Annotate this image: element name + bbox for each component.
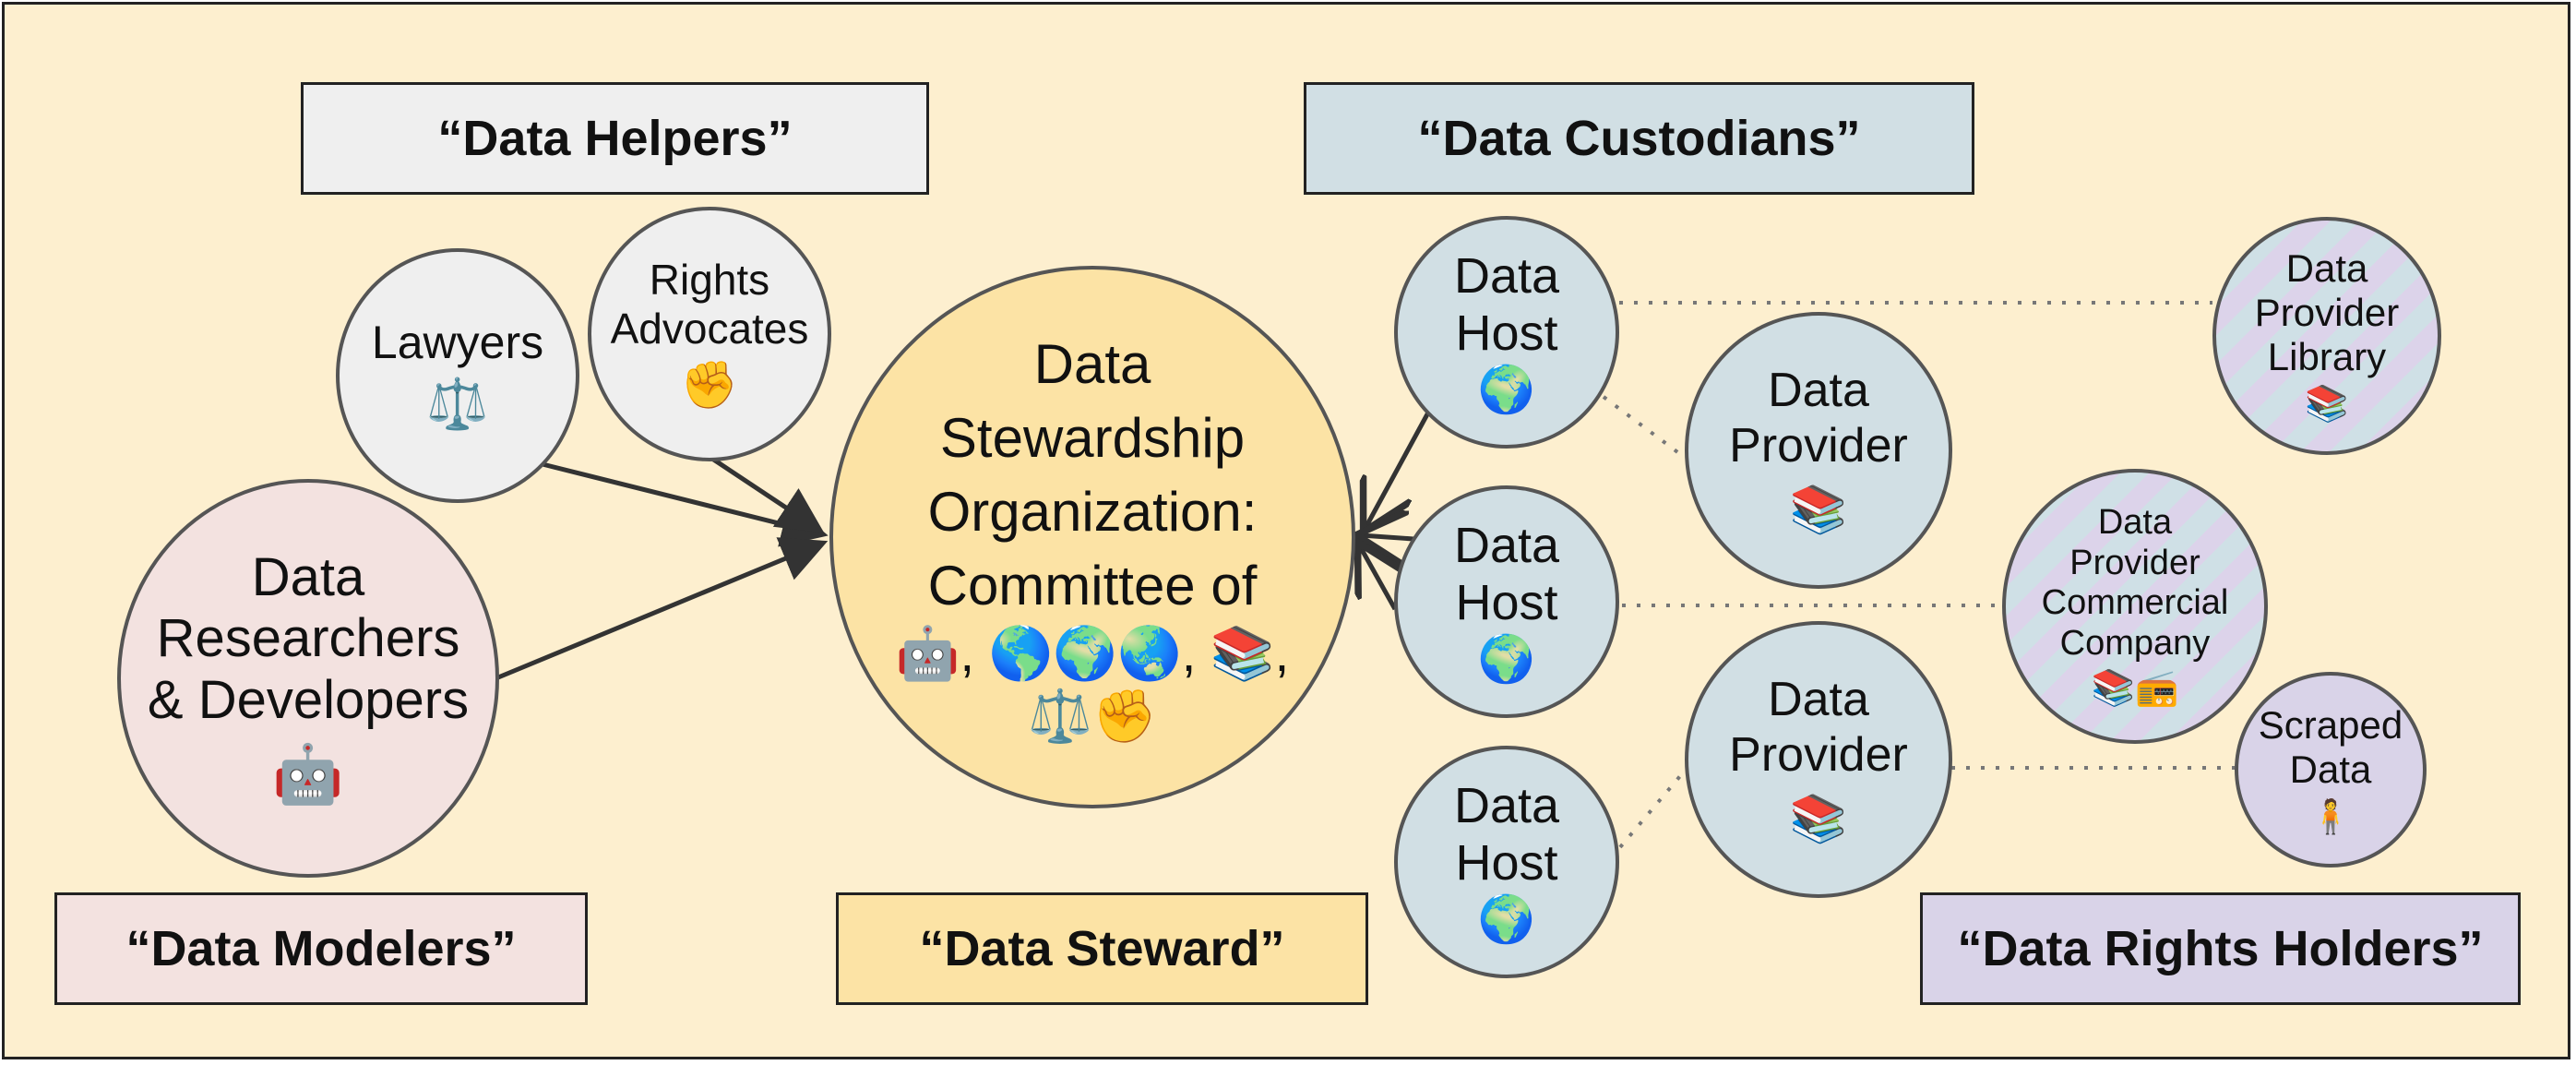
node-stewardship-label: Data Stewardship Organization: Committee…	[927, 333, 1258, 616]
node-data-researchers-label: Data Researchers & Developers	[147, 546, 470, 731]
scales-icon: ⚖️	[426, 377, 489, 433]
node-data-stewardship-organization: Data Stewardship Organization: Committee…	[829, 266, 1355, 808]
person-standing-icon: 🧍	[2309, 796, 2352, 835]
node-lawyers-label: Lawyers	[371, 316, 544, 368]
node-data-provider-commercial-label: Data Provider Commercial Company	[2041, 502, 2229, 663]
node-data-provider-library-label: Data Provider Library	[2254, 245, 2400, 379]
globe-icon: 🌍	[1477, 633, 1536, 686]
books-icon: 📚	[1789, 483, 1848, 535]
raised-fist-icon: ✊	[680, 358, 739, 411]
label-data-custodians: “Data Custodians”	[1304, 82, 1974, 195]
node-scraped-data: Scraped Data 🧍	[2235, 672, 2427, 868]
globe-icon: 🌍	[1477, 364, 1536, 416]
arrow-host2-to-steward	[1361, 535, 1414, 539]
committee-icons-row-1: 🤖, 🌎🌍🌏, 📚,	[895, 624, 1290, 683]
node-data-provider-2: Data Provider 📚	[1685, 621, 1952, 898]
label-data-modelers: “Data Modelers”	[54, 892, 588, 1005]
node-rights-advocates: Rights Advocates ✊	[588, 207, 831, 461]
node-data-host-1: Data Host 🌍	[1394, 216, 1619, 449]
node-data-provider-1-label: Data Provider	[1729, 364, 1908, 473]
books-icon: 📚	[2305, 384, 2349, 424]
label-data-helpers: “Data Helpers”	[301, 82, 929, 195]
arrow-host1-to-steward	[1366, 411, 1431, 528]
books-radio-icon: 📚📻	[2091, 668, 2179, 708]
arrow-lawyers-to-steward	[542, 461, 829, 547]
node-rights-advocates-label: Rights Advocates	[610, 256, 809, 353]
dotted-host1-provider1	[1602, 395, 1686, 459]
node-data-host-2-label: Data Host	[1453, 517, 1560, 630]
node-data-host-2: Data Host 🌍	[1394, 485, 1619, 718]
node-data-researchers: Data Researchers & Developers 🤖	[117, 479, 499, 878]
node-data-provider-1: Data Provider 📚	[1685, 312, 1952, 589]
node-data-provider-library: Data Provider Library 📚	[2212, 217, 2441, 455]
node-scraped-data-label: Scraped Data	[2258, 703, 2403, 792]
node-data-provider-commercial-company: Data Provider Commercial Company 📚📻	[2002, 469, 2268, 744]
arrow-host2b-to-steward	[1360, 546, 1395, 611]
node-lawyers: Lawyers ⚖️	[336, 248, 579, 503]
dotted-host3-provider2	[1618, 769, 1687, 849]
committee-icons-row-2: ⚖️✊	[1028, 686, 1157, 745]
node-data-provider-2-label: Data Provider	[1729, 673, 1908, 782]
globe-icon: 🌍	[1477, 893, 1536, 946]
arrow-researchers-to-steward	[497, 537, 829, 680]
books-icon: 📚	[1789, 792, 1848, 844]
robot-icon: 🤖	[272, 742, 344, 807]
node-data-host-3: Data Host 🌍	[1394, 746, 1619, 978]
node-data-host-1-label: Data Host	[1453, 247, 1560, 361]
arrow-advocates-to-steward	[710, 456, 825, 533]
label-data-rights-holders: “Data Rights Holders”	[1920, 892, 2521, 1005]
node-data-host-3-label: Data Host	[1453, 777, 1560, 891]
label-data-steward: “Data Steward”	[836, 892, 1368, 1005]
